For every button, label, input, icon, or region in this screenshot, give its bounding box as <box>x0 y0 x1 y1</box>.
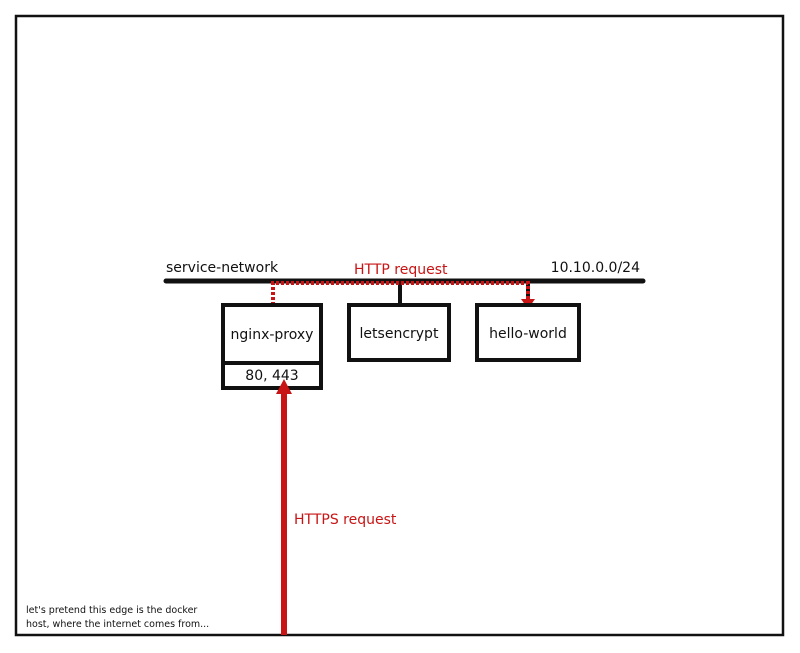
subnet-label: 10.10.0.0/24 <box>551 260 640 276</box>
host-edge-note-line-2: host, where the internet comes from... <box>26 619 209 630</box>
docker-host-frame <box>14 14 785 637</box>
https-request-label: HTTPS request <box>294 512 397 528</box>
nginx-proxy-box <box>221 303 323 390</box>
letsencrypt-label: letsencrypt <box>360 326 439 342</box>
http-request-path <box>271 281 530 305</box>
letsencrypt-box <box>347 303 451 362</box>
nginx-proxy-ports: 80, 443 <box>245 368 298 384</box>
http-request-label: HTTP request <box>354 262 448 278</box>
nginx-proxy-label: nginx-proxy <box>231 327 314 343</box>
service-network-label: service-network <box>166 260 279 276</box>
host-edge-note-line-1: let's pretend this edge is the docker <box>26 605 197 616</box>
hello-world-box <box>475 303 581 362</box>
https-request-arrowhead <box>276 379 292 394</box>
hello-world-label: hello-world <box>489 326 567 342</box>
